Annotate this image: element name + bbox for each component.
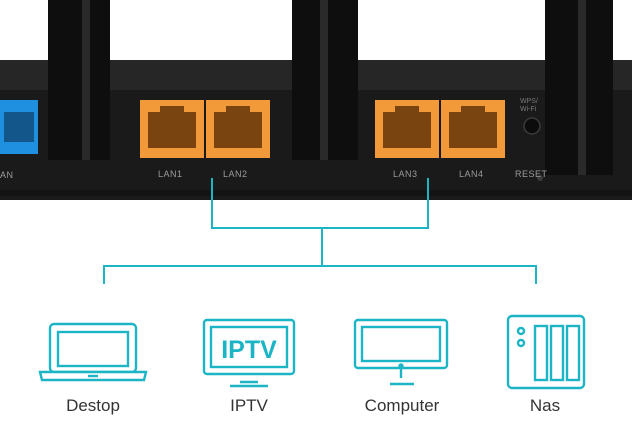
wan-port-socket: [4, 112, 34, 142]
lan1-label: LAN1: [158, 169, 183, 179]
device-label-computer: Computer: [364, 396, 440, 415]
lan2-label: LAN2: [223, 169, 248, 179]
laptop-icon: [38, 322, 148, 382]
lan3-label: LAN3: [393, 169, 418, 179]
connection-lines: [103, 178, 537, 284]
reset-label: RESET: [515, 169, 548, 179]
nas-icon: [506, 314, 586, 390]
port-connector-line: [211, 178, 429, 229]
device-label-nas: Nas: [529, 396, 561, 415]
antenna-2-highlight: [320, 0, 328, 160]
tv-screen-text: IPTV: [221, 336, 277, 364]
wifi-label: Wi-Fi: [520, 106, 537, 113]
device-label-desktop: Destop: [66, 396, 120, 415]
antenna-3-highlight: [578, 0, 586, 175]
lan-port-4: [441, 100, 505, 158]
lan-port-3: [375, 100, 439, 158]
antenna-1: [48, 0, 110, 160]
wps-label: WPS/: [520, 98, 538, 105]
reset-hole: [537, 175, 543, 181]
device-label-iptv: IPTV: [230, 396, 268, 415]
monitor-icon: [353, 318, 449, 386]
wps-button: [523, 117, 541, 135]
lan-port-2: [206, 100, 270, 158]
device-bus-line: [103, 265, 537, 284]
router-bottom-edge: [0, 190, 632, 196]
tv-icon: [202, 318, 296, 388]
wan-port-label: AN: [0, 170, 14, 180]
lan4-label: LAN4: [459, 169, 484, 179]
antenna-1-highlight: [82, 0, 90, 160]
lan-port-1: [140, 100, 204, 158]
